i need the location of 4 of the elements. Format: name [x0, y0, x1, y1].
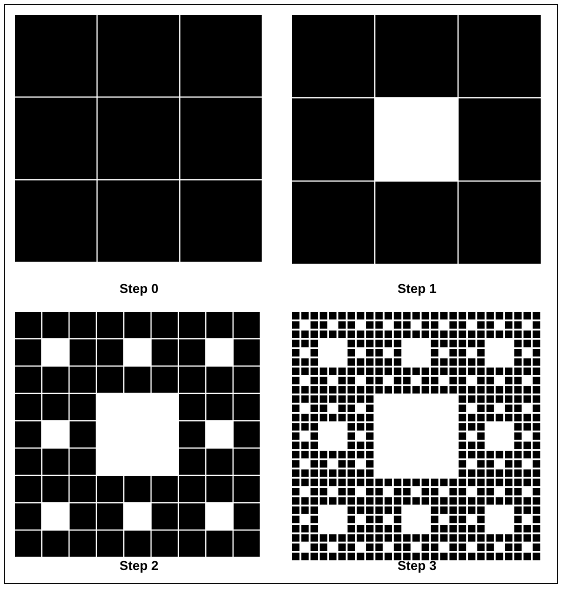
step-caption: Step 1 — [398, 281, 436, 296]
step-caption: Step 0 — [120, 281, 158, 296]
step-caption: Step 2 — [120, 558, 158, 573]
step-caption: Step 3 — [398, 558, 436, 573]
